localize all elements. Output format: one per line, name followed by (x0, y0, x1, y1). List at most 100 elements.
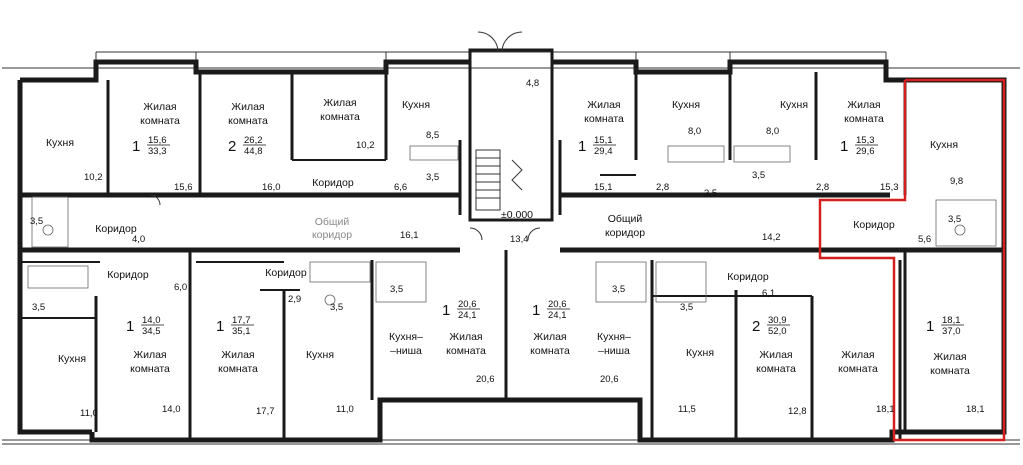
apartment-badge: 1 20,6 24,1 (532, 299, 570, 321)
room-area: 10,2 (84, 172, 103, 183)
highlighted-apartment-outline (818, 78, 1006, 442)
apartment-badge: 2 26,2 44,8 (228, 135, 266, 157)
living-label-2: комната (756, 363, 796, 375)
room-area: 3,5 (752, 170, 765, 181)
corridor-label: Коридор (107, 269, 149, 281)
svg-text:26,2: 26,2 (244, 135, 263, 146)
corridor-label: Коридор (265, 267, 307, 279)
room-area: 3,5 (30, 216, 43, 227)
kitchen-label: Кухня (930, 139, 958, 151)
svg-text:37,0: 37,0 (942, 326, 961, 337)
room-area: 3,5 (390, 284, 403, 295)
living-label: Жилая (759, 349, 792, 361)
kitchen-label: Кухня (58, 353, 86, 365)
svg-text:24,1: 24,1 (548, 310, 567, 321)
common-corridor-label-2: коридор (605, 227, 645, 239)
svg-text:15,3: 15,3 (856, 135, 875, 146)
corridor-label: Коридор (853, 219, 895, 231)
kitchen-niche-label-2: –ниша (598, 345, 630, 357)
svg-text:14,0: 14,0 (142, 315, 161, 326)
living-label-2: комната (446, 345, 486, 357)
kitchen-label: Кухня (780, 99, 808, 111)
living-label-2: комната (584, 113, 624, 125)
living-label: Жилая (533, 331, 566, 343)
living-label-2: комната (130, 363, 170, 375)
living-label: Жилая (449, 331, 482, 343)
svg-text:1: 1 (532, 302, 540, 319)
svg-text:1: 1 (132, 138, 140, 155)
room-area: 3,5 (330, 302, 343, 313)
apartment-badge: 1 15,1 29,4 (578, 135, 616, 157)
apartment-badge: 1 17,7 35,1 (216, 315, 254, 337)
corridor-label: Коридор (312, 177, 354, 189)
svg-text:1: 1 (126, 318, 134, 335)
room-area: 6,6 (394, 182, 407, 193)
living-label-2: комната (530, 345, 570, 357)
svg-text:29,6: 29,6 (856, 146, 875, 157)
room-area: 18,1 (876, 404, 895, 415)
svg-text:52,0: 52,0 (768, 326, 787, 337)
svg-text:15,1: 15,1 (594, 135, 613, 146)
svg-text:2: 2 (752, 318, 760, 335)
room-area: 20,6 (600, 374, 619, 385)
room-area: 15,1 (594, 182, 613, 193)
svg-text:1: 1 (442, 302, 450, 319)
room-area: 18,1 (966, 404, 985, 415)
room-area: 20,6 (476, 374, 495, 385)
kitchen-niche-label-2: –ниша (390, 345, 422, 357)
room-area: 2,8 (656, 182, 669, 193)
walls (17, 48, 1007, 443)
room-area: 15,6 (174, 182, 193, 193)
fixtures (27, 145, 997, 306)
apartment-badge: 1 14,0 34,5 (126, 315, 164, 337)
room-labels: Кухня Жилая комната Жилая комната Жилая … (46, 97, 970, 377)
apartment-badges: 1 15,6 33,3 2 26,2 44,8 1 15,1 29,4 1 15… (126, 135, 964, 337)
kitchen-label: Кухня (402, 99, 430, 111)
svg-text:2: 2 (228, 138, 236, 155)
common-corridor-label: Общий (608, 213, 643, 225)
svg-text:44,8: 44,8 (244, 146, 263, 157)
kitchen-label: Кухня (46, 137, 74, 149)
svg-text:35,1: 35,1 (232, 326, 251, 337)
living-label-2: комната (218, 363, 258, 375)
room-area: 15,3 (880, 182, 899, 193)
svg-text:20,6: 20,6 (548, 299, 567, 310)
svg-text:24,1: 24,1 (458, 310, 477, 321)
svg-text:18,1: 18,1 (942, 315, 961, 326)
room-area: 3,5 (704, 188, 717, 199)
room-area: 12,8 (788, 406, 807, 417)
room-area: 16,1 (400, 230, 419, 241)
room-area: 6,0 (174, 282, 187, 293)
room-area: 4,8 (526, 78, 539, 89)
svg-text:17,7: 17,7 (232, 315, 251, 326)
kitchen-label: Кухня (686, 347, 714, 359)
living-label: Жилая (143, 101, 176, 113)
apartment-badge: 1 15,6 33,3 (132, 135, 170, 157)
corridor-label: Коридор (727, 271, 769, 283)
apartment-badge: 1 15,3 29,6 (840, 135, 878, 157)
living-label-2: комната (844, 113, 884, 125)
svg-text:29,4: 29,4 (594, 146, 613, 157)
living-label: Жилая (841, 349, 874, 361)
room-area: 4,0 (132, 234, 145, 245)
doors (149, 31, 541, 241)
room-area: 11,0 (336, 404, 354, 415)
living-label: Жилая (933, 351, 966, 363)
living-label-2: комната (320, 111, 360, 123)
apartment-badge: 2 30,9 52,0 (752, 315, 790, 337)
room-area: 2,9 (288, 294, 301, 305)
room-area: 16,0 (262, 182, 281, 193)
apartment-badge: 1 18,1 37,0 (926, 315, 964, 337)
room-area: 14,0 (162, 404, 181, 415)
room-area: 5,6 (918, 234, 931, 245)
room-area: 13,4 (510, 234, 529, 245)
level-mark: ±0.000 (501, 209, 533, 221)
svg-text:34,5: 34,5 (142, 326, 161, 337)
room-area: 10,2 (356, 140, 375, 151)
common-corridor-label-faded: Общий (315, 216, 350, 228)
room-areas: 10,2 3,5 4,0 15,6 16,0 10,2 8,5 3,5 6,6 … (30, 78, 985, 419)
room-area: 17,7 (256, 406, 275, 417)
svg-text:20,6: 20,6 (458, 299, 477, 310)
room-area: 14,2 (762, 232, 781, 243)
